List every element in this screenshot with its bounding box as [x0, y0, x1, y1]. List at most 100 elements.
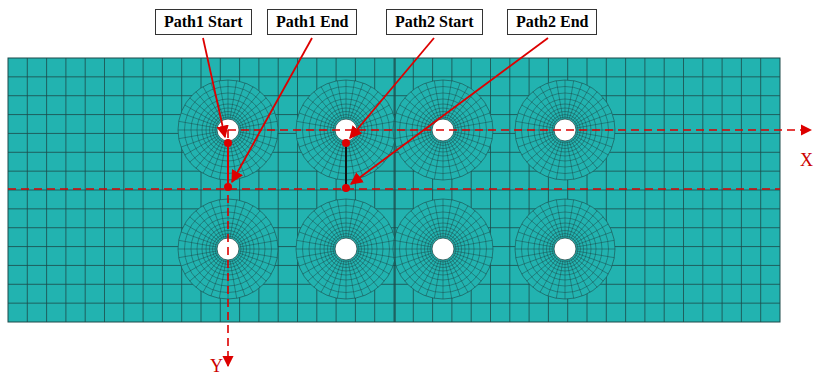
mesh-line: [453, 134, 490, 147]
mesh-line: [179, 121, 217, 128]
mesh-line: [453, 232, 490, 245]
mesh-line: [314, 138, 339, 168]
mesh-line: [178, 249, 217, 250]
mesh-line: [571, 140, 591, 174]
mesh-line: [354, 256, 384, 281]
bolt-hole: [432, 238, 454, 260]
mesh-line: [181, 113, 218, 126]
mesh-line: [185, 255, 219, 275]
mesh-line: [239, 121, 277, 128]
mesh-line: [548, 259, 561, 296]
mesh-line: [238, 224, 272, 244]
callout-box: Path2 Start: [386, 9, 483, 35]
mesh-line: [527, 217, 557, 242]
mesh-line: [203, 206, 223, 240]
mesh-line: [556, 260, 563, 298]
mesh-line: [8, 114, 780, 115]
mesh-line: [181, 134, 218, 147]
mesh-line: [576, 251, 614, 258]
path1-line: [227, 143, 229, 187]
path-point: [224, 139, 232, 147]
mesh-line: [576, 240, 614, 247]
mesh-line: [515, 249, 554, 250]
mesh-line: [234, 140, 254, 174]
mesh-line: [447, 259, 460, 296]
mesh-line: [228, 80, 229, 119]
mesh-line: [235, 92, 260, 122]
mesh-line: [434, 81, 441, 119]
mesh-line: [8, 227, 780, 228]
mesh-line: [337, 141, 344, 179]
mesh-line: [8, 171, 780, 172]
callout-box: Path1 End: [267, 9, 357, 35]
mesh-line: [434, 141, 441, 179]
mesh-line: [239, 251, 277, 258]
mesh-line: [337, 200, 344, 238]
mesh-line: [518, 232, 555, 245]
refined-mesh: [393, 199, 493, 299]
coarse-mesh: [8, 58, 780, 322]
mesh-line: [8, 190, 780, 191]
mesh-line: [230, 141, 237, 179]
mesh-line: [297, 240, 335, 247]
mesh-line: [297, 121, 335, 128]
bolt-hole: [335, 238, 357, 260]
mesh-line: [321, 206, 341, 240]
mesh-line: [356, 232, 393, 245]
mesh-line: [299, 253, 336, 266]
refined-zone: [515, 199, 615, 299]
mesh-line: [569, 140, 582, 177]
part-divider: [394, 58, 395, 322]
mesh-line: [450, 92, 475, 122]
mesh-line: [454, 121, 492, 128]
mesh-line: [418, 87, 438, 121]
axis-label: X: [800, 150, 813, 170]
mesh-line: [299, 113, 336, 126]
mesh-line: [567, 260, 574, 298]
mesh-line: [540, 206, 560, 240]
mesh-line: [405, 98, 435, 123]
mesh-line: [350, 140, 363, 177]
mesh-line: [434, 200, 441, 238]
mesh-line: [321, 87, 341, 121]
mesh-line: [196, 138, 221, 168]
callout-text: Path1 End: [276, 13, 348, 30]
mesh-line: [178, 130, 217, 131]
mesh-line: [396, 113, 433, 126]
mesh-line: [232, 259, 245, 296]
mesh-line: [443, 260, 444, 299]
refined-zone: [393, 199, 493, 299]
mesh-line: [516, 240, 554, 247]
mesh-line: [575, 224, 609, 244]
mesh-line: [190, 217, 220, 242]
axis-label: Y: [210, 356, 223, 376]
mesh-line: [308, 98, 338, 123]
mesh-line: [405, 217, 435, 242]
mesh-line: [556, 200, 563, 238]
path-point: [342, 139, 350, 147]
mesh-line: [449, 259, 469, 293]
mesh-line: [540, 87, 560, 121]
mesh-line: [575, 134, 612, 147]
mesh-line: [569, 83, 582, 120]
mesh-line: [453, 105, 487, 125]
mesh-line: [451, 256, 481, 281]
mesh-line: [533, 257, 558, 287]
mesh-line: [181, 253, 218, 266]
mesh-ring: [331, 234, 362, 265]
mesh-line: [350, 83, 363, 120]
mesh-line: [411, 257, 436, 287]
mesh-line: [445, 141, 452, 179]
mesh-line: [548, 202, 561, 239]
mesh-line: [426, 140, 439, 177]
mesh-line: [567, 141, 574, 179]
leader-arrow: [232, 38, 312, 182]
mesh-line: [314, 257, 339, 287]
mesh-line: [296, 130, 335, 131]
mesh-line: [235, 211, 260, 241]
mesh-line: [516, 251, 554, 258]
mesh-line: [329, 202, 342, 239]
mesh-line: [522, 255, 556, 275]
mesh-line: [518, 253, 555, 266]
